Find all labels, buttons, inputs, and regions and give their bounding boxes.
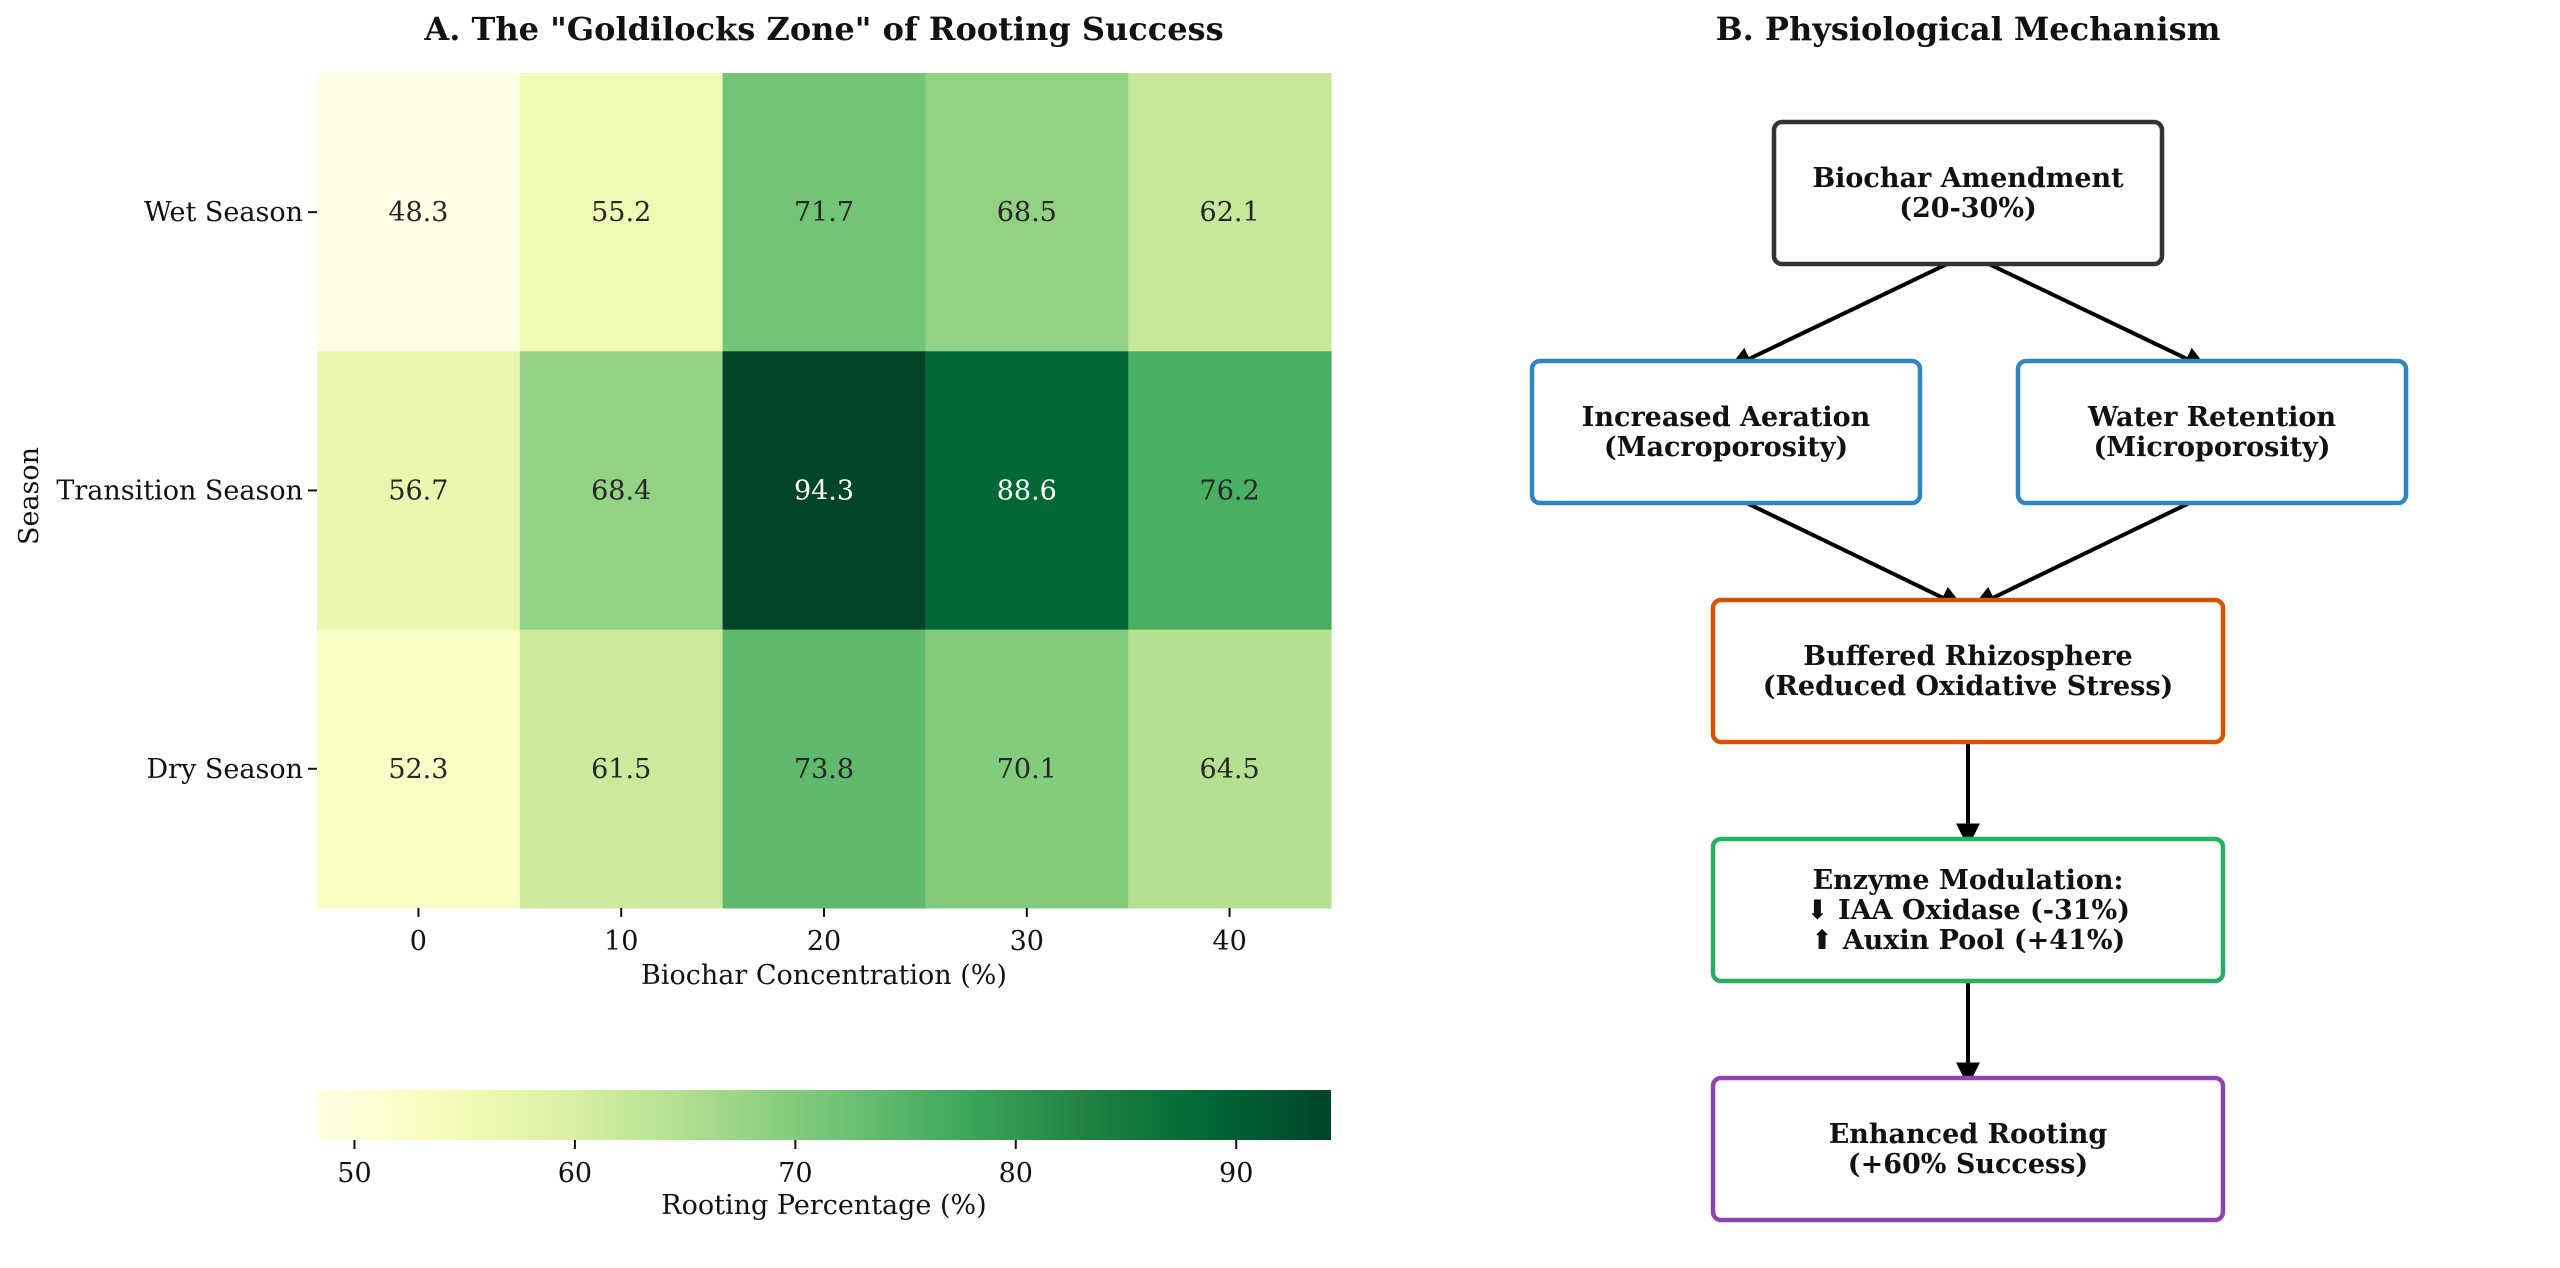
heatmap-cell [925, 351, 1129, 631]
heatmap-cell [925, 73, 1129, 352]
flow-arrow [1971, 492, 2209, 609]
flow-node-text: ⬆ Auxin Pool (+41%) [1811, 925, 2126, 956]
colorbar-tick-label: 90 [1219, 1158, 1253, 1189]
y-axis-label: Season [14, 447, 45, 545]
colorbar-tick-label: 80 [999, 1158, 1033, 1189]
cell-value-label: 48.3 [388, 197, 448, 228]
flow-node-box [1710, 597, 2226, 745]
flow-node-amend: Biochar Amendment(20-30%) [1771, 119, 2165, 267]
flow-node-text: Increased Aeration [1582, 402, 1871, 433]
flow-node-enz: Enzyme Modulation:⬇ IAA Oxidase (-31%)⬆ … [1710, 836, 2226, 984]
heatmap-cell [1128, 351, 1332, 631]
panel-b: B. Physiological Mechanism Biochar Amend… [1529, 10, 2409, 1223]
flow-node-wat: Water Retention(Microporosity) [2015, 358, 2409, 506]
colorbar-label: Rooting Percentage (%) [661, 1190, 986, 1221]
x-tick-label: 0 [410, 926, 427, 957]
colorbar [317, 1090, 1331, 1140]
heatmap-cell [317, 73, 521, 352]
colorbar-tick-label: 50 [337, 1158, 371, 1189]
cell-value-label: 55.2 [591, 197, 651, 228]
flow-node-text: ⬇ IAA Oxidase (-31%) [1806, 895, 2130, 926]
flow-node-root: Enhanced Rooting(+60% Success) [1710, 1075, 2226, 1223]
heatmap-cell [519, 629, 724, 909]
flow-node-box [1710, 836, 2226, 984]
cell-value-label: 76.2 [1200, 475, 1260, 506]
x-tick-label: 20 [807, 926, 841, 957]
flow-node-text: Enzyme Modulation: [1813, 865, 2124, 896]
cell-value-label: 88.6 [997, 475, 1057, 506]
heatmap-cell [1128, 629, 1332, 909]
cell-value-label: 56.7 [388, 475, 448, 506]
flow-node-box [2015, 358, 2409, 506]
y-tick-label: Transition Season [56, 475, 303, 506]
colorbar-tick-label: 70 [778, 1158, 812, 1189]
cell-value-label: 52.3 [388, 754, 448, 785]
heatmap-cell [317, 629, 521, 909]
flow-node-text: (Macroporosity) [1604, 432, 1848, 463]
panel-b-title: B. Physiological Mechanism [1716, 10, 2221, 48]
colorbar-ticks: 50 60 70 80 90 [337, 1140, 1253, 1189]
x-axis-label: Biochar Concentration (%) [641, 960, 1007, 991]
cell-value-label: 61.5 [591, 754, 651, 785]
flow-nodes: Biochar Amendment(20-30%) Increased Aerat… [1529, 119, 2409, 1223]
flow-node-aer: Increased Aeration(Macroporosity) [1529, 358, 1923, 506]
flow-arrow [1969, 253, 2209, 370]
flow-node-text: (20-30%) [1899, 193, 2037, 224]
cell-value-label: 70.1 [997, 754, 1057, 785]
flow-node-text: (Microporosity) [2093, 432, 2330, 463]
heatmap-cell [722, 351, 926, 631]
heatmap-cell [722, 73, 926, 352]
x-tick-label: 40 [1212, 926, 1246, 957]
flow-arrow [1727, 253, 1967, 370]
cell-value-label: 68.5 [997, 197, 1057, 228]
x-tick-label: 30 [1010, 926, 1044, 957]
cell-value-label: 71.7 [794, 197, 854, 228]
y-tick-label: Wet Season [144, 197, 303, 228]
flow-node-text: Enhanced Rooting [1829, 1119, 2108, 1150]
heatmap-cell [519, 73, 724, 352]
flow-node-box [1529, 358, 1923, 506]
flow-arrow [1727, 492, 1965, 609]
cell-value-label: 62.1 [1200, 197, 1260, 228]
y-tick-label: Dry Season [147, 754, 303, 785]
cell-value-label: 64.5 [1200, 754, 1260, 785]
flow-edges [1727, 253, 2209, 1087]
x-axis-ticks: 0 10 20 30 40 [410, 907, 1247, 957]
flow-node-text: Biochar Amendment [1812, 163, 2124, 194]
heatmap-cell [519, 351, 724, 631]
heatmap-cell [722, 629, 926, 909]
heatmap-cell [317, 351, 521, 631]
cell-value-label: 73.8 [794, 754, 854, 785]
flow-node-text: Buffered Rhizosphere [1803, 641, 2132, 672]
flow-node-text: (+60% Success) [1848, 1149, 2088, 1180]
x-tick-label: 10 [604, 926, 638, 957]
colorbar-tick-label: 60 [558, 1158, 592, 1189]
panel-a-title: A. The "Goldilocks Zone" of Rooting Succ… [423, 10, 1223, 48]
flow-node-buf: Buffered Rhizosphere(Reduced Oxidative S… [1710, 597, 2226, 745]
cell-value-label: 94.3 [794, 475, 854, 506]
flow-node-text: Water Retention [2087, 402, 2336, 433]
flow-node-text: (Reduced Oxidative Stress) [1763, 671, 2174, 702]
flow-node-box [1710, 1075, 2226, 1223]
flow-node-box [1771, 119, 2165, 267]
cell-value-label: 68.4 [591, 475, 651, 506]
heatmap-cells: 48.3 55.2 71.7 68.5 62.1 56.7 68.4 94.3 88.6 76.2… [317, 73, 1332, 909]
panel-a: A. The "Goldilocks Zone" of Rooting Succ… [14, 10, 1332, 1221]
heatmap-cell [925, 629, 1129, 909]
heatmap-cell [1128, 73, 1332, 352]
